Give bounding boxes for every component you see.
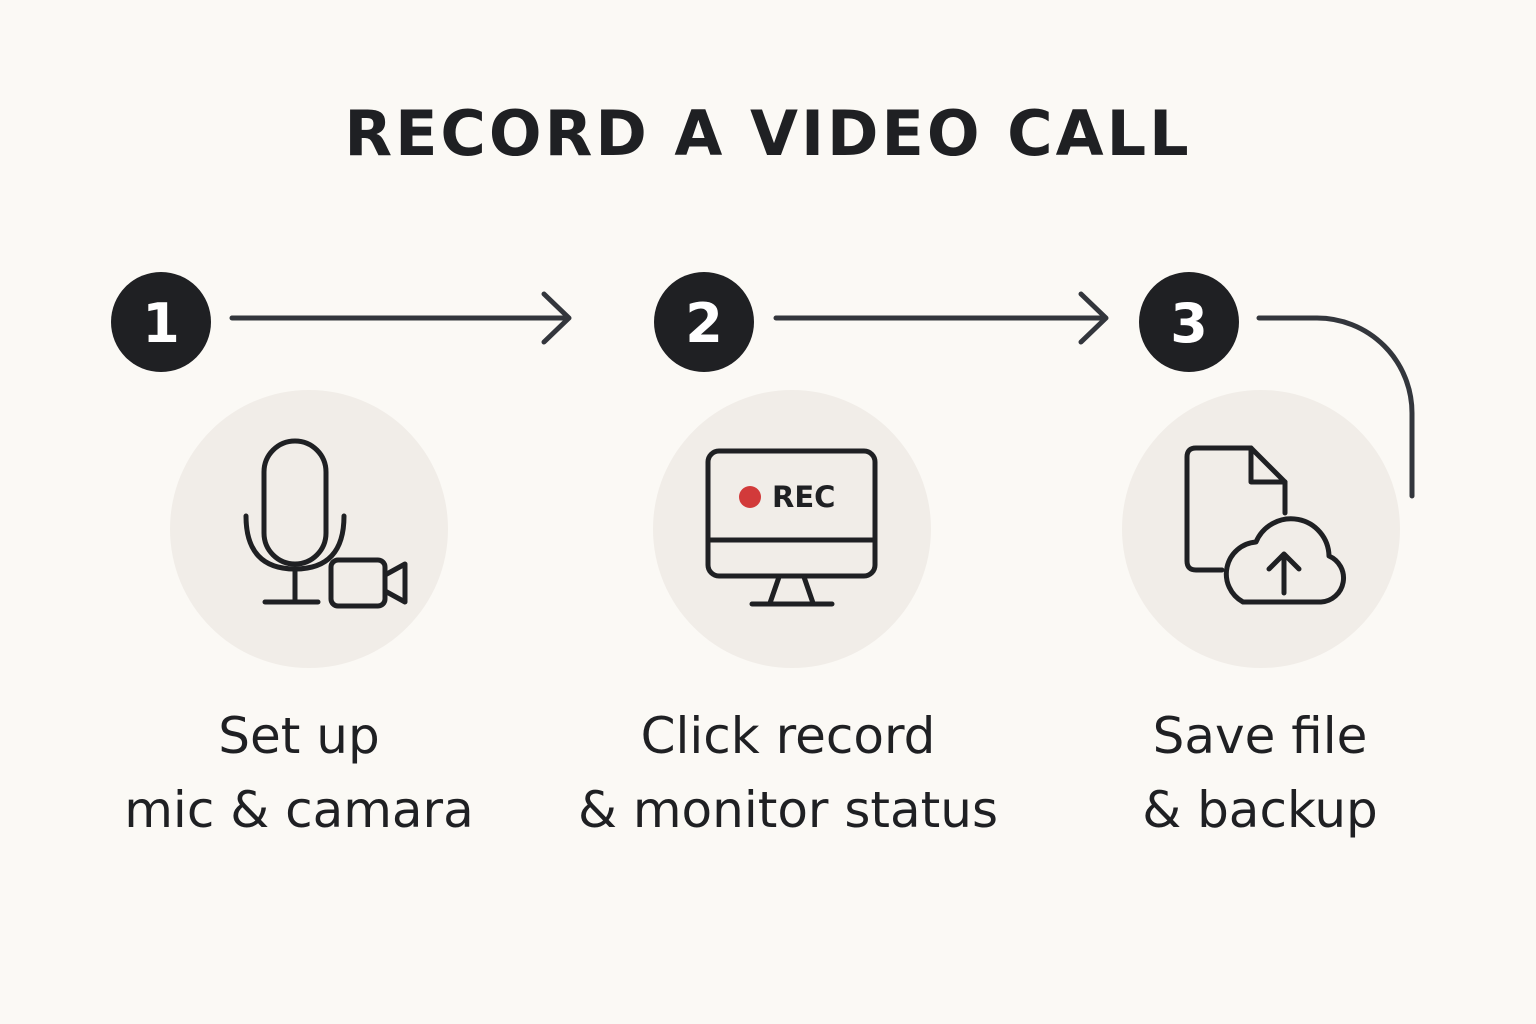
file-cloud-upload-icon <box>1184 445 1347 605</box>
step-3-badge: 3 <box>1139 272 1239 372</box>
step-2-label-line-2: & monitor status <box>577 781 999 839</box>
step-1-number: 1 <box>142 292 180 355</box>
record-dot-icon <box>739 486 761 508</box>
step-3-label-line-2: & backup <box>1142 781 1378 839</box>
step-2-label: Click record & monitor status <box>528 699 1048 847</box>
step-3-icon-circle <box>1122 390 1400 668</box>
connector-2-to-3 <box>773 291 1109 345</box>
connector-1-to-2 <box>229 291 572 345</box>
step-1-label: Set up mic & camara <box>39 699 559 847</box>
step-2-badge: 2 <box>654 272 754 372</box>
monitor-screen <box>705 448 878 579</box>
step-1-label-line-1: Set up <box>218 707 380 765</box>
rec-label: REC <box>772 480 835 514</box>
microphone-icon <box>243 438 347 605</box>
step-3-label: Save file & backup <box>1000 699 1520 847</box>
step-2-number: 2 <box>685 292 723 355</box>
page-title: RECORD A VIDEO CALL <box>344 97 1192 170</box>
connector-3-curve <box>1256 315 1415 499</box>
step-1-label-line-2: mic & camara <box>124 781 474 839</box>
monitor-recording-icon: REC <box>705 448 878 607</box>
step-2-label-line-1: Click record <box>640 707 936 765</box>
video-camera-icon <box>328 557 408 609</box>
file-icon <box>1184 445 1288 573</box>
step-1-icon-circle <box>170 390 448 668</box>
microphone-and-camera-icon <box>243 438 408 609</box>
step-3-label-line-1: Save file <box>1152 707 1368 765</box>
step-2-icon-circle <box>653 390 931 668</box>
step-1-badge: 1 <box>111 272 211 372</box>
cloud-upload-icon <box>1223 516 1347 605</box>
step-3-number: 3 <box>1170 292 1208 355</box>
